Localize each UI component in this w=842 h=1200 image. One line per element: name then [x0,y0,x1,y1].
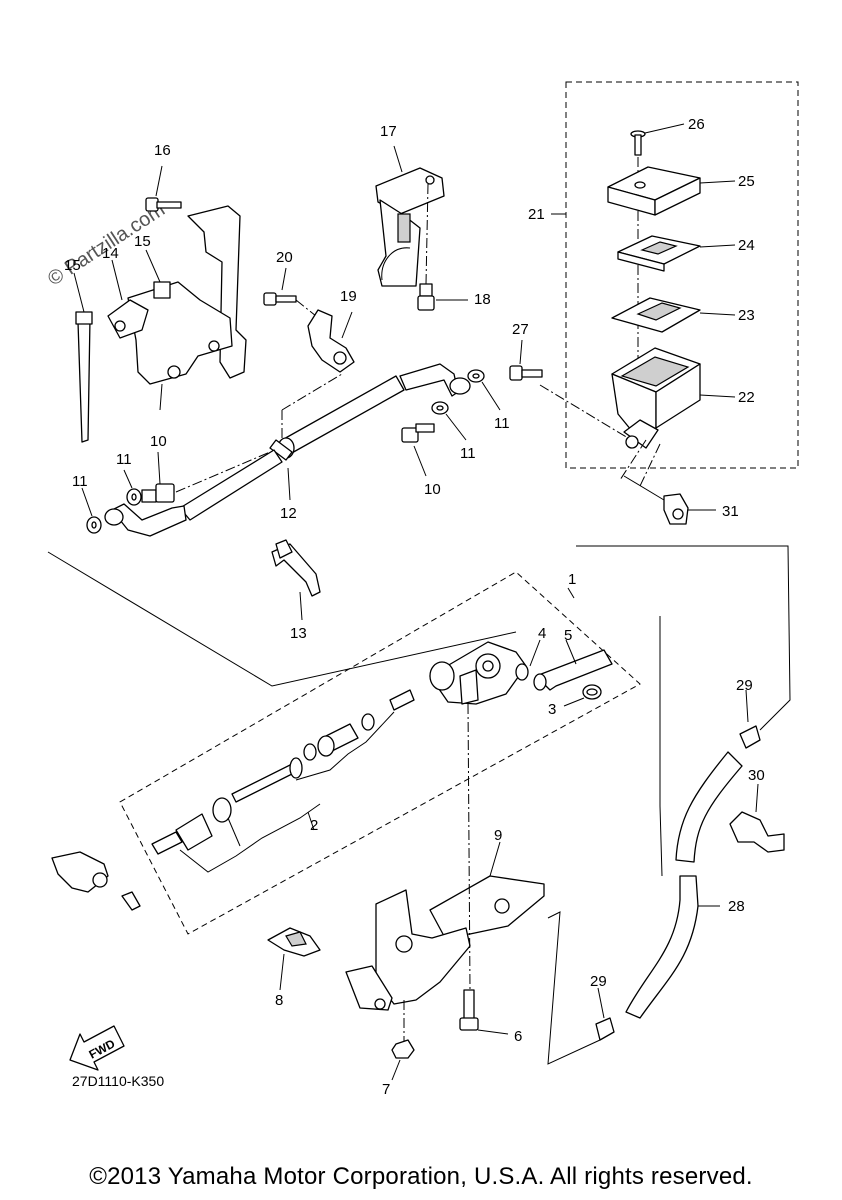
brake-pipe-12[interactable] [104,363,471,537]
callout-3: 3 [548,701,556,718]
reservoir-body[interactable] [611,347,701,449]
master-cylinder-group-box [119,571,641,935]
callout-22: 22 [738,389,755,406]
callout-17: 17 [380,123,397,140]
reservoir-plate[interactable] [617,235,701,272]
clevis[interactable] [51,851,141,911]
callout-29b: 29 [590,973,607,990]
callout-10a: 10 [150,433,167,450]
union-bolt-10b[interactable] [141,483,175,503]
clamp-bolt-20[interactable] [263,292,297,306]
part-code: 27D1110-K350 [72,1073,165,1089]
callout-28: 28 [728,898,745,915]
callout-11a: 11 [72,473,88,490]
bracket-bolt-16[interactable] [145,197,182,212]
hose-clamp-29a[interactable] [739,725,761,749]
callout-1: 1 [568,571,576,588]
callout-19: 19 [340,288,357,305]
bracket-14[interactable] [107,299,149,339]
washer-11b[interactable] [431,401,449,415]
callout-4: 4 [538,625,546,642]
cable-tie-15a[interactable] [75,311,93,443]
washer-11d[interactable] [86,516,102,534]
reservoir-cap-screw[interactable] [630,130,646,156]
callout-14: 14 [102,245,119,262]
copyright-notice: ©2013 Yamaha Motor Corporation, U.S.A. A… [89,1163,753,1190]
hose-clip-31[interactable] [663,493,689,525]
master-cylinder-body[interactable] [429,641,527,705]
callout-18: 18 [474,291,491,308]
callout-29a: 29 [736,677,753,694]
callout-6: 6 [514,1028,522,1045]
nut-7[interactable] [391,1039,415,1059]
callout-13: 13 [290,625,307,642]
callout-25: 25 [738,173,755,190]
hose-clamp-19[interactable] [307,309,355,373]
cable-tie-15b[interactable] [153,281,171,299]
piston-kit-2[interactable] [151,689,415,855]
callout-5: 5 [564,627,572,644]
callout-11c: 11 [460,445,476,462]
callout-21: 21 [528,206,545,223]
callout-15a: 15 [64,257,81,274]
callout-10b: 10 [424,481,441,498]
callout-23: 23 [738,307,755,324]
pipe-clamp-13[interactable] [271,539,321,597]
reservoir-group-box [565,81,799,469]
hose-clamp-29b[interactable] [595,1017,615,1041]
callout-27: 27 [512,321,529,338]
callout-15b: 15 [134,233,151,250]
union-bolt-10a[interactable] [401,423,435,443]
callout-8: 8 [275,992,283,1009]
washer-11a[interactable] [467,369,485,383]
hose-fitting-30[interactable] [729,811,785,853]
fwd-arrow-icon: FWD [69,1025,125,1071]
oring-4[interactable] [515,663,529,681]
upper-bracket-17[interactable] [375,167,445,287]
guard-bracket[interactable] [127,205,247,411]
reservoir-diaphragm[interactable] [611,297,701,333]
callout-31: 31 [722,503,739,520]
callout-12: 12 [280,505,297,522]
reservoir-cap[interactable] [607,166,701,216]
clip-8[interactable] [267,927,321,957]
callout-7: 7 [382,1081,390,1098]
bolt-6[interactable] [459,989,479,1031]
callout-9: 9 [494,827,502,844]
callout-24: 24 [738,237,755,254]
footrest-bracket-9[interactable] [345,875,545,1011]
circlip-3[interactable] [582,684,602,700]
callout-2: 2 [310,817,318,834]
callout-16: 16 [154,142,171,159]
reservoir-bolt[interactable] [509,365,543,381]
bracket-bolt-18[interactable] [417,283,435,311]
callout-11d: 11 [494,415,510,432]
hose-joint-5[interactable] [533,649,613,691]
callout-26: 26 [688,116,705,133]
reservoir-hose-28[interactable] [625,751,743,1019]
washer-11c[interactable] [126,488,142,506]
callout-30: 30 [748,767,765,784]
callout-11b: 11 [116,451,132,468]
callout-20: 20 [276,249,293,266]
